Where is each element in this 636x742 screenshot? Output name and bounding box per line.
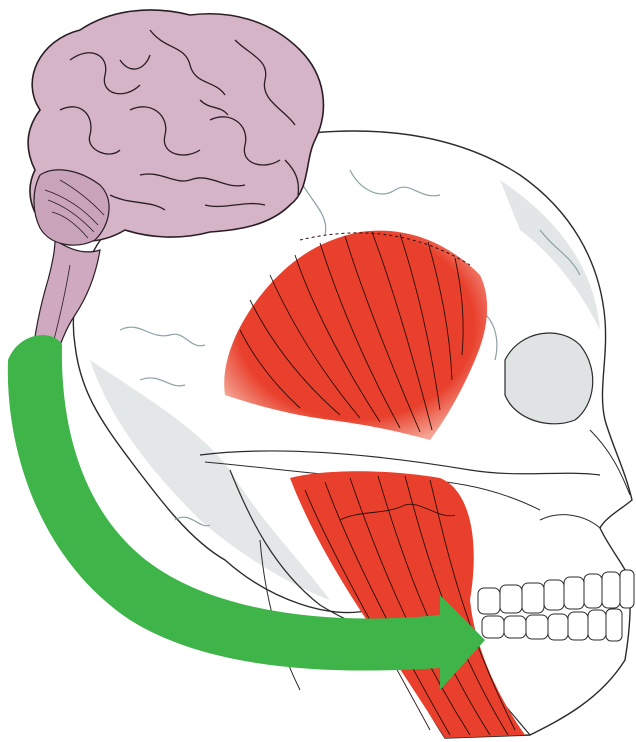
tooth [564, 577, 584, 609]
tooth [522, 583, 544, 613]
tooth [568, 612, 588, 640]
tooth [500, 585, 522, 613]
tooth [606, 609, 622, 641]
tooth [620, 570, 634, 608]
tooth [548, 614, 568, 640]
tooth [478, 588, 500, 614]
tooth [584, 574, 602, 608]
tooth [504, 616, 526, 638]
brain [28, 10, 323, 245]
tooth [526, 615, 548, 639]
tooth [482, 616, 504, 638]
tooth [602, 572, 620, 608]
tooth [544, 580, 564, 610]
tooth [588, 610, 606, 640]
eye-socket [505, 333, 593, 424]
